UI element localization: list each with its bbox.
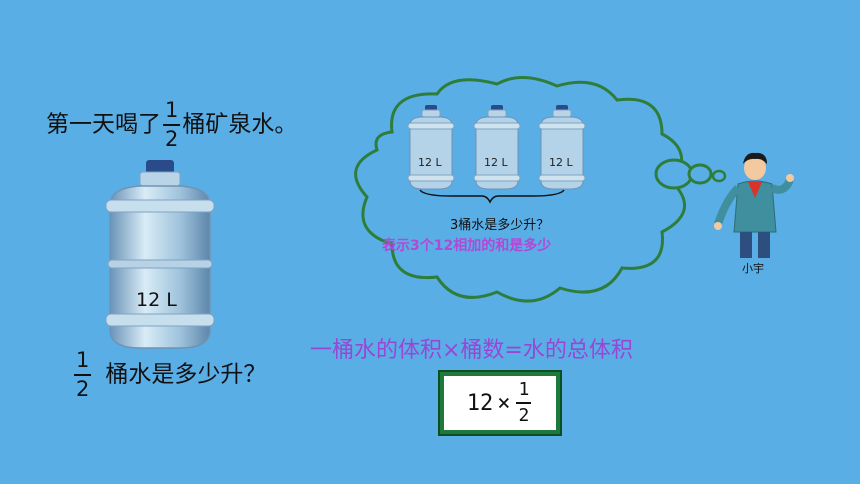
question-text: 桶水是多少升？: [105, 361, 267, 388]
fraction-denominator: 2: [165, 127, 179, 151]
small-water-bottle-icon: [407, 105, 455, 190]
small-bottle-label: 12 L: [418, 156, 442, 169]
problem-text-part2: 桶矿泉水。: [182, 111, 298, 138]
small-bottle-label: 12 L: [484, 156, 508, 169]
bottle-volume-label: 12 L: [136, 289, 177, 311]
water-bottle-icon: [105, 160, 215, 349]
cloud-explanation: 表示3个12相加的和是多少: [382, 238, 552, 254]
fraction-numerator: 1: [518, 379, 530, 400]
fraction-denominator: 2: [518, 405, 530, 426]
formula-text: 一桶水的体积×桶数=水的总体积: [310, 338, 633, 363]
multiply-operator: ×: [497, 390, 511, 416]
problem-text-part1: 第一天喝了: [46, 111, 161, 138]
character-name: 小宇: [742, 262, 764, 275]
fraction-numerator: 1: [165, 98, 179, 122]
fraction-numerator: 1: [76, 348, 90, 372]
thought-cloud-icon: [354, 75, 727, 303]
fraction-denominator: 2: [76, 377, 90, 401]
small-bottle-label: 12 L: [549, 156, 573, 169]
small-water-bottle-icon: [538, 105, 586, 190]
small-water-bottle-icon: [473, 105, 521, 190]
cloud-question: 3桶水是多少升？: [450, 218, 550, 233]
boy-character-icon: [714, 152, 794, 258]
expression-operand: 12: [466, 390, 494, 416]
